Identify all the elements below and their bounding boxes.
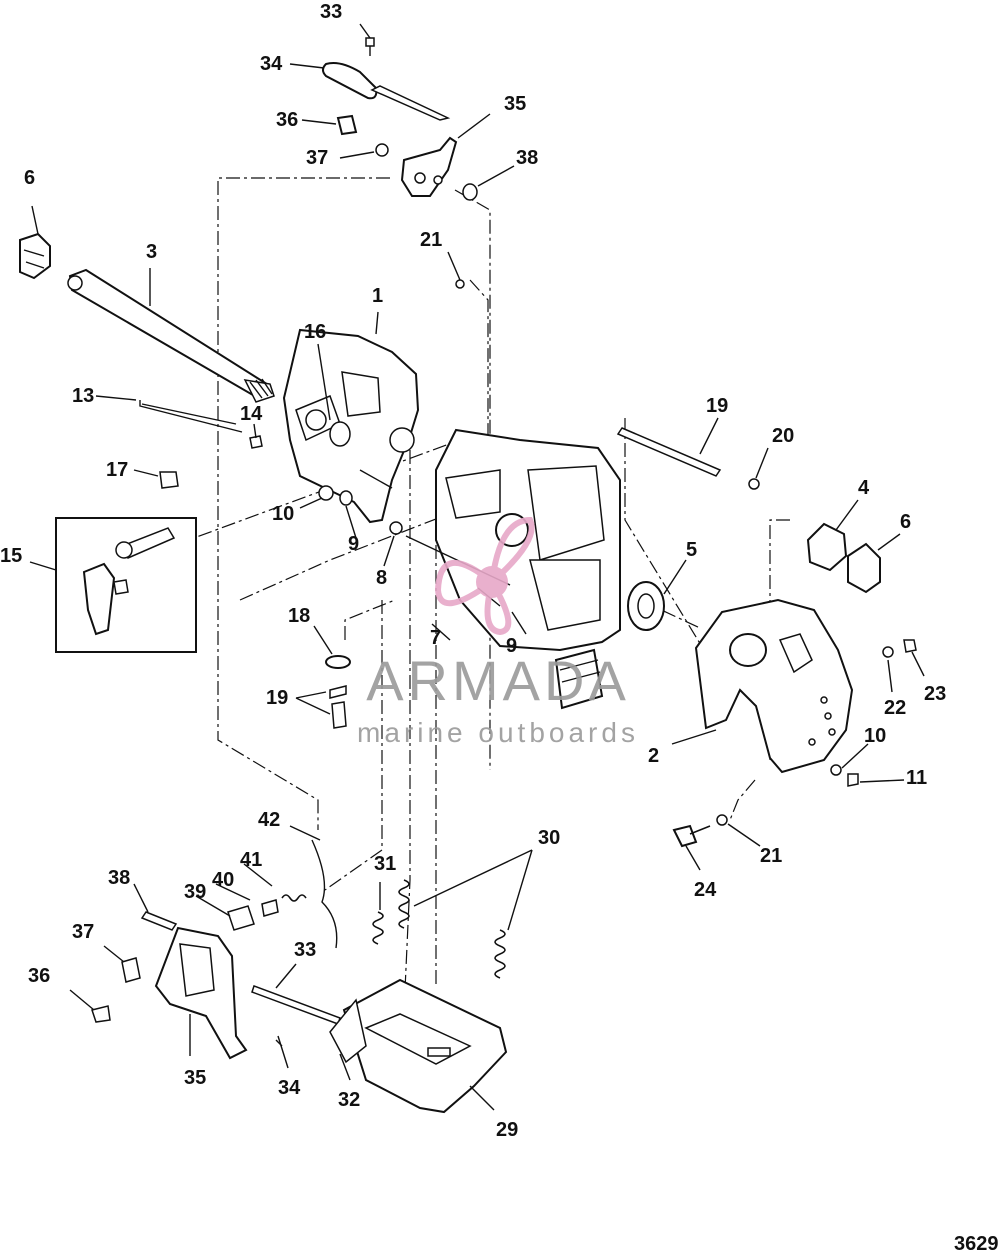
swivel-pin-head	[554, 648, 604, 710]
callout-13: 15	[0, 545, 22, 567]
watermark-tagline: marine outboards	[357, 717, 639, 748]
callout-20: 24	[694, 879, 717, 901]
callout-32: 32	[338, 1089, 360, 1111]
callout-18: 19	[706, 395, 728, 417]
callout-30: 30	[538, 827, 560, 849]
callout-42: 42	[258, 809, 280, 831]
callout-11: 13	[72, 385, 94, 407]
callout-28: 38	[516, 147, 538, 169]
washer-14	[329, 421, 351, 447]
callout-16: 18	[288, 605, 310, 627]
lever-bracket	[400, 136, 458, 197]
watermark-brand: ARMADA	[366, 649, 630, 712]
callout-37: 37	[72, 921, 94, 943]
callout-19-right: 20	[772, 425, 794, 447]
bolt-washer-group	[336, 114, 478, 201]
callout-1: 1	[372, 285, 383, 307]
rod-33	[251, 985, 341, 1047]
lever-handle	[322, 62, 378, 100]
callout-33: 33	[294, 939, 316, 961]
callout-3: 3	[146, 241, 157, 263]
pin-spring-set	[140, 894, 307, 931]
callout-40: 40	[212, 869, 234, 891]
callout-36: 36	[28, 965, 50, 987]
small-parts-right	[672, 639, 917, 848]
callout-29: 29	[496, 1119, 518, 1141]
callout-21-bottom: 21	[760, 845, 782, 867]
callout-9-left: 9	[348, 533, 359, 555]
watermark: ARMADA marine outboards	[357, 516, 639, 748]
callout-10-right: 11	[906, 767, 927, 789]
callout-34: 34	[278, 1077, 301, 1099]
callout-21-right: 22	[884, 697, 906, 719]
clamp-bracket-left	[282, 328, 420, 524]
callout-14: 16	[304, 321, 326, 343]
callout-22: 23	[924, 683, 946, 705]
callout-6-left: 6	[24, 167, 35, 189]
pad-and-screw	[325, 655, 351, 729]
callout-41: 41	[240, 849, 262, 871]
callout-24: 34	[260, 53, 283, 75]
callout-6-right: 6	[900, 511, 911, 533]
callout-26: 36	[276, 109, 298, 131]
callout-4: 4	[858, 477, 870, 499]
callout-17: 19	[266, 687, 288, 709]
callout-27: 37	[306, 147, 328, 169]
nut-and-cap-right	[806, 522, 881, 594]
tilt-lock-lever	[91, 926, 248, 1060]
callout-15: 17	[106, 459, 128, 481]
inset-part-13	[55, 517, 197, 653]
callout-10-left: 10	[272, 503, 294, 525]
callout-12: 14	[240, 403, 263, 425]
callout-8-right: 9	[506, 635, 517, 657]
drawing-number: 3629	[954, 1233, 999, 1254]
callout-35: 35	[184, 1067, 206, 1089]
bushing-5	[627, 581, 665, 631]
small-parts-left	[139, 400, 403, 535]
callout-9-right: 10	[864, 725, 886, 747]
tilt-tube	[67, 268, 275, 403]
pin-18	[455, 279, 760, 490]
callout-8-left: 8	[376, 567, 387, 589]
callout-31: 31	[374, 853, 396, 875]
callout-39: 39	[184, 881, 206, 903]
springs	[372, 879, 506, 979]
tilt-lever-group	[322, 37, 458, 197]
callout-38: 38	[108, 867, 130, 889]
tilt-lock-bracket	[329, 978, 508, 1114]
callout-2: 2	[648, 745, 659, 767]
callout-23: 33	[320, 1, 342, 23]
callout-5: 5	[686, 539, 697, 561]
callout-leaders	[29, 23, 925, 1111]
callout-19-top: 21	[420, 229, 442, 251]
callout-25: 35	[504, 93, 526, 115]
rod-42	[311, 839, 338, 949]
tilt-tube-cap-left	[19, 232, 51, 280]
watermark-logo-icon	[434, 516, 535, 636]
clamp-bracket-right	[694, 598, 854, 774]
callout-7: 7	[430, 627, 441, 649]
